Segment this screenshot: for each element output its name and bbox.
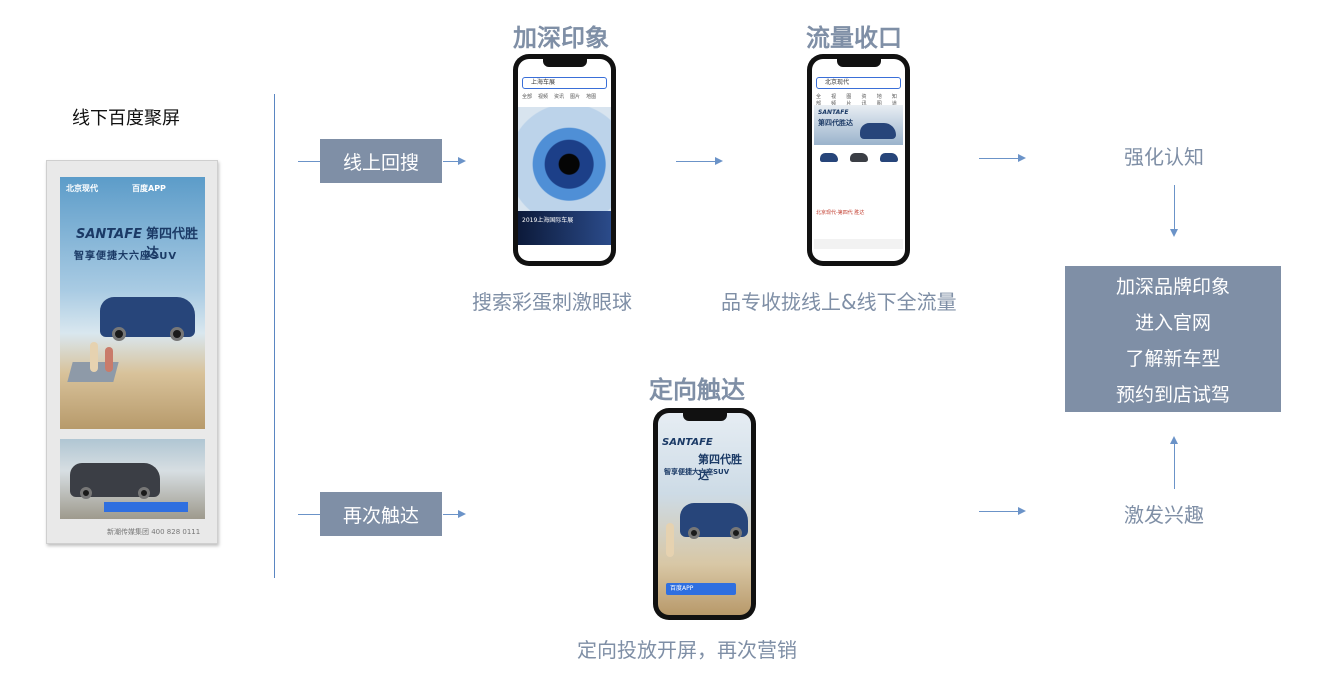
tab: 资讯 [861,94,867,107]
car-wheel [170,327,184,341]
phone-screen: 北京现代 全部 视频 图片 资讯 地图 知道 SANTAFE 第四代胜达 北京现… [812,59,905,261]
auto-show-banner: 2019上海国际车展 [518,211,611,245]
vertical-divider [274,94,275,578]
tab: 视频 [831,94,837,107]
phone-screen: 上海车展 全部 视频 资讯 图片 地图 2019上海国际车展 [518,59,611,261]
car-illustration [860,123,896,139]
car-wheel [80,487,92,499]
traffic-caption: 品专收拢线上&线下全流量 [721,290,957,314]
tab: 地图 [586,94,597,100]
connector-line [1174,185,1175,231]
tab: 知道 [891,94,897,107]
tab: 全部 [816,94,822,107]
splash-app-banner: 百度APP [666,583,736,595]
car-wheel [112,327,126,341]
car-wheel [730,527,742,539]
splash-logo: SANTAFE [662,437,713,448]
poster-brand: 北京现代 [66,184,98,193]
phone-mockup-deepen: 上海车展 全部 视频 资讯 图片 地图 2019上海国际车展 [513,54,616,266]
arrow-right-icon [458,510,466,518]
phone-mockup-targeted: SANTAFE 第四代胜达 智享便捷大六座SUV 百度APP [653,408,756,620]
connector-line [443,161,459,162]
connector-line [979,158,1019,159]
traffic-headline: 流量收口 [806,24,902,52]
splash-slogan: 智享便捷大六座SUV [664,468,730,476]
banner-title: 2019上海国际车展 [522,217,574,224]
deepen-headline: 加深印象 [513,24,609,52]
connector-line [676,161,716,162]
result-line: 进入官网 [1134,311,1211,334]
search-bar: 北京现代 [816,77,901,89]
person-figure [666,523,674,557]
tab: 图片 [846,94,852,107]
result-box: 加深品牌印象 进入官网 了解新车型 预约到店试驾 [1065,266,1281,412]
online-search-box: 线上回搜 [320,139,442,183]
bottom-bar [814,239,903,249]
splash-product: 第四代胜达 [698,453,742,482]
poster-logo-row: SANTAFE 第四代胜达 [76,223,205,261]
poster-bottom-panel [60,439,205,519]
connector-line [979,511,1019,512]
interest-label: 激发兴趣 [1124,503,1204,527]
eye-easter-egg-visual [518,107,611,211]
connector-line [298,161,320,162]
phone-notch [542,58,587,67]
phone-notch [836,58,881,67]
tab: 资讯 [554,94,565,100]
brand-zone-banner: SANTAFE 第四代胜达 [814,105,903,145]
car-thumbnail [880,153,898,162]
person-figure [105,347,113,372]
result-line: 了解新车型 [1125,347,1221,370]
poster-footer: 新潮传媒集团 400 828 0111 [107,528,201,536]
search-tabs: 全部 视频 资讯 图片 地图 [522,93,607,101]
tab: 图片 [570,94,581,100]
ad-product: 第四代胜达 [818,119,853,127]
car-thumbnail [820,153,838,162]
poster-product: 第四代胜达 [145,227,198,261]
retarget-box: 再次触达 [320,492,442,536]
phone-notch [682,412,727,421]
result-line: 加深品牌印象 [1115,275,1230,298]
offline-screen-title: 线下百度聚屏 [72,108,180,129]
targeted-caption: 定向投放开屏，再次营销 [577,638,797,662]
poster-top-panel: 北京现代 百度APP SANTAFE 第四代胜达 智享便捷大六座SUV [60,177,205,429]
arrow-right-icon [1018,154,1026,162]
car-wheel [138,487,150,499]
phone-screen: SANTAFE 第四代胜达 智享便捷大六座SUV 百度APP [658,413,751,615]
offline-poster: 北京现代 百度APP SANTAFE 第四代胜达 智享便捷大六座SUV 新潮传媒… [46,160,218,544]
car-thumbnail [850,153,868,162]
poster-logo: SANTAFE [76,227,142,242]
connector-line [298,514,320,515]
poster-slogan: 智享便捷大六座SUV [74,251,178,262]
tab: 地图 [876,94,882,107]
arrow-up-icon [1170,436,1178,444]
arrow-right-icon [458,157,466,165]
connector-line [443,514,459,515]
phone-mockup-traffic: 北京现代 全部 视频 图片 资讯 地图 知道 SANTAFE 第四代胜达 北京现… [807,54,910,266]
ad-logo: SANTAFE [818,109,849,116]
person-figure [90,342,98,372]
poster-app-banner [104,502,188,512]
deepen-caption: 搜索彩蛋刺激眼球 [472,290,632,314]
poster-app: 百度APP [132,184,166,193]
connector-line [1174,443,1175,489]
result-line: 预约到店试驾 [1115,383,1230,406]
result-link: 北京现代-第四代 胜达 [816,210,865,216]
tab: 全部 [522,94,533,100]
arrow-right-icon [715,157,723,165]
search-bar: 上海车展 [522,77,607,89]
awareness-label: 强化认知 [1124,145,1204,169]
arrow-right-icon [1018,507,1026,515]
search-tabs: 全部 视频 图片 资讯 地图 知道 [816,93,901,107]
arrow-down-icon [1170,229,1178,237]
car-wheel [688,527,700,539]
targeted-headline: 定向触达 [649,376,745,404]
tab: 视频 [538,94,549,100]
